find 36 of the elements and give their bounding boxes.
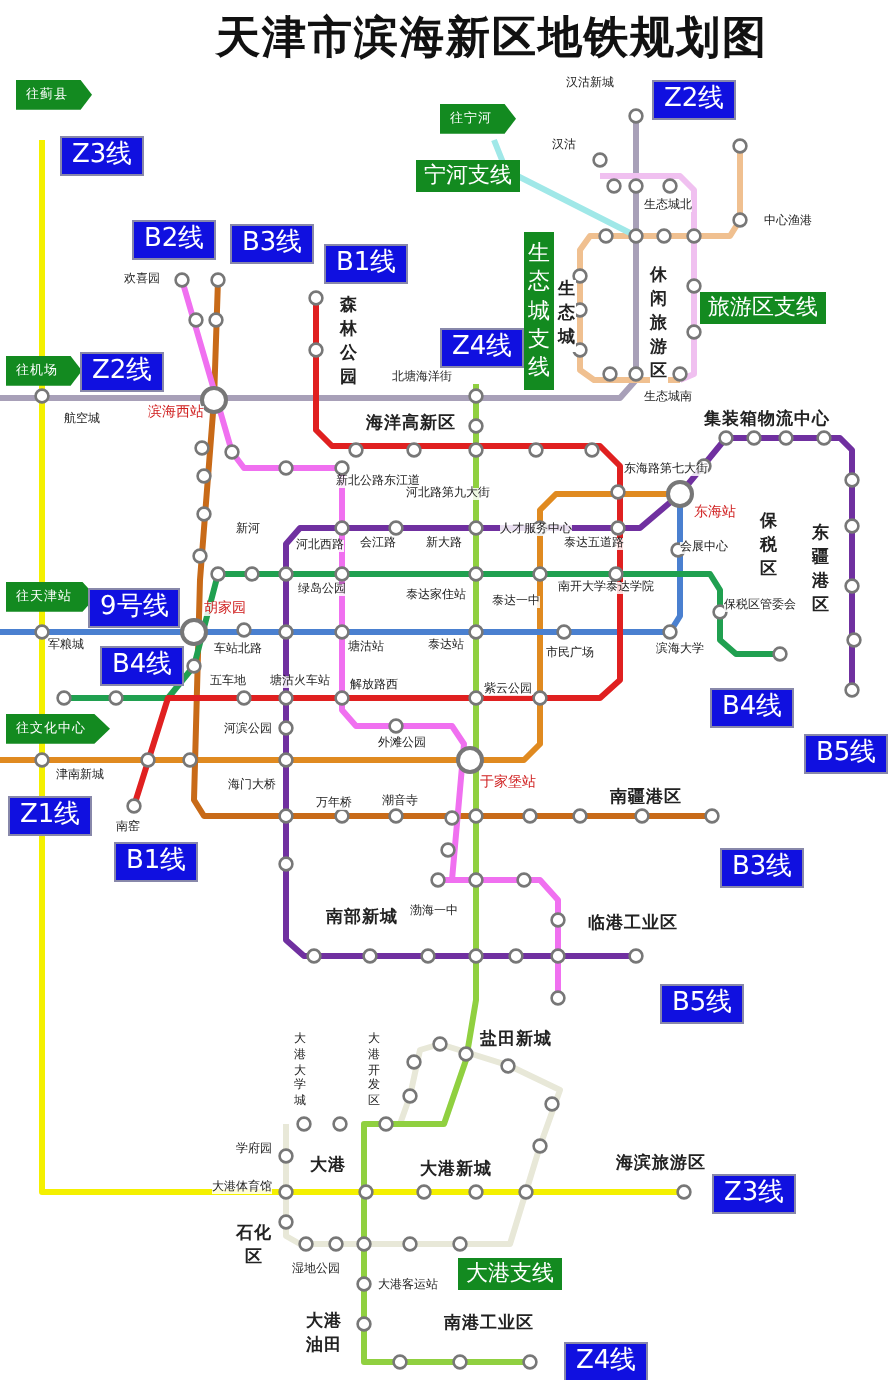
line-badge: B4线 [100, 646, 185, 686]
line-badge: 旅游区支线 [700, 292, 826, 324]
district-name: 南港工业区 [444, 1316, 534, 1334]
line-badge: 大港支线 [458, 1258, 562, 1290]
line-badge: Z1线 [8, 796, 93, 836]
line-badge: B1线 [324, 244, 409, 284]
district-name: 石化区 [236, 1224, 272, 1272]
line-badge: B3线 [720, 848, 805, 888]
district-name: 集装箱物流中心 [704, 412, 830, 430]
line-badge: B5线 [804, 734, 889, 774]
line-badge: Z3线 [60, 136, 145, 176]
line-badge: Z4线 [440, 328, 525, 368]
district-name: 大港新城 [420, 1162, 492, 1180]
map-title: 天津市滨海新区地铁规划图 [216, 16, 768, 63]
line-badge: Z3线 [712, 1174, 797, 1214]
district-name: 休闲旅游区 [650, 266, 668, 385]
line-badge: B5线 [660, 984, 745, 1024]
district-name: 临港工业区 [588, 916, 678, 934]
district-name: 大港油田 [306, 1312, 342, 1360]
line-badge: Z2线 [652, 80, 737, 120]
line-badge: 生态城支线 [524, 232, 554, 391]
line-badge: 9号线 [88, 588, 181, 628]
line-badge: Z2线 [80, 352, 165, 392]
line-badge: B3线 [230, 224, 315, 264]
district-name: 海洋高新区 [366, 416, 456, 434]
line-badge: B2线 [132, 220, 217, 260]
district-name: 大港 [310, 1158, 346, 1176]
line-badge: B1线 [114, 842, 199, 882]
line-badge: 宁河支线 [416, 160, 520, 192]
district-name: 南部新城 [326, 910, 398, 928]
district-name: 海滨旅游区 [616, 1156, 706, 1174]
line-badge: Z4线 [564, 1342, 649, 1380]
district-name: 南疆港区 [610, 790, 682, 808]
line-badge: B4线 [710, 688, 795, 728]
district-name: 盐田新城 [480, 1032, 552, 1050]
district-name: 生态城 [558, 280, 576, 352]
